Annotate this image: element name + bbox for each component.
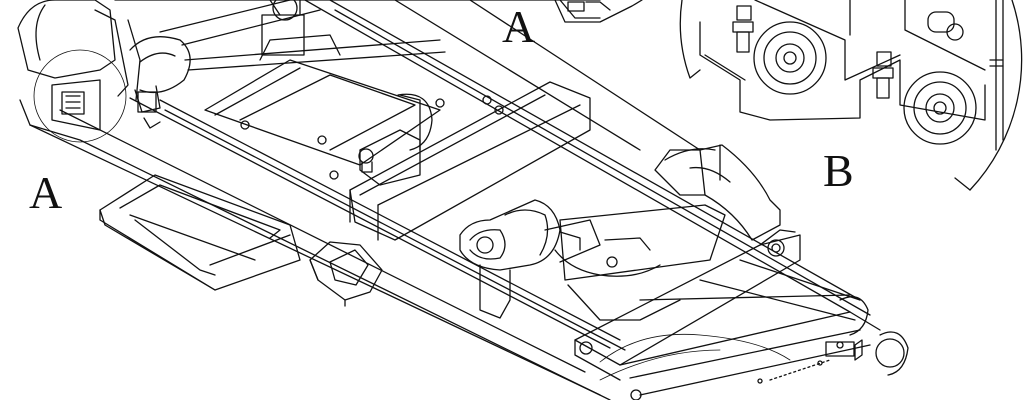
main-frame bbox=[17, 0, 909, 400]
detail-a-top-inset bbox=[554, 0, 643, 23]
callout-label-b: B bbox=[823, 145, 854, 196]
detail-b-leader bbox=[599, 333, 791, 363]
callout-label-a-left: A bbox=[29, 167, 63, 218]
callout-label-a-top: A bbox=[502, 1, 536, 52]
detail-a-left-inset bbox=[33, 49, 127, 143]
detail-b-inset bbox=[679, 0, 1023, 191]
